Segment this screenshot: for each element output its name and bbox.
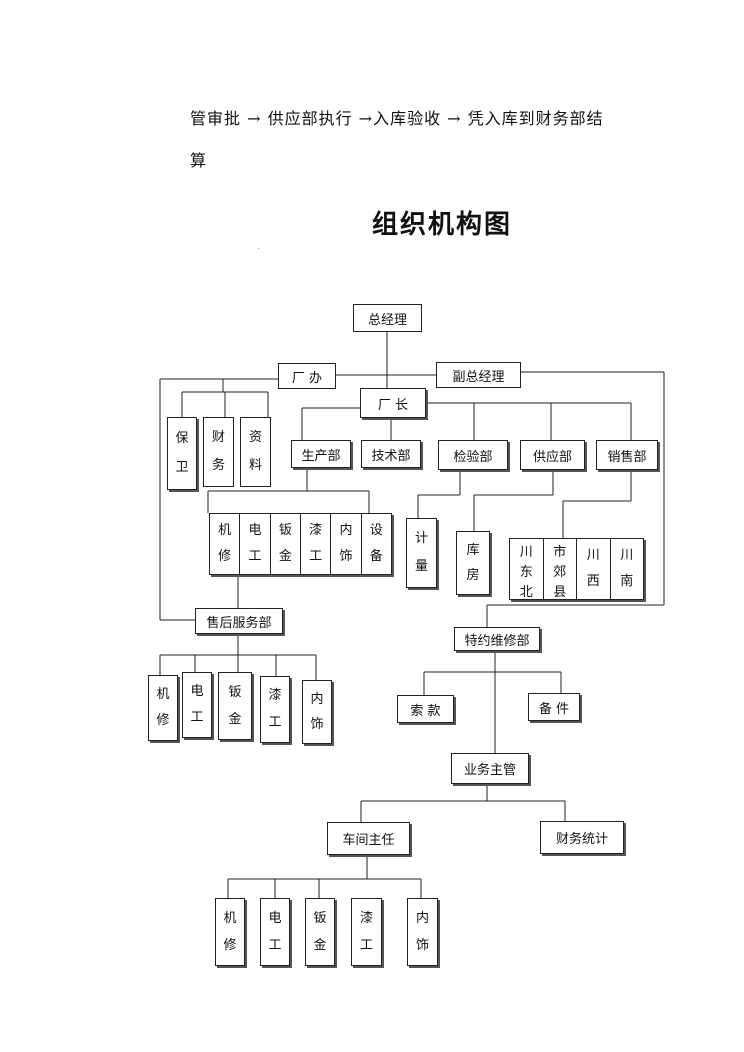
after-unit-4: 漆工 — [260, 676, 290, 743]
after-unit-2: 电工 — [182, 672, 212, 738]
workshop-unit-4: 漆工 — [351, 898, 382, 966]
node-workshop-director: 车间主任 — [327, 822, 410, 855]
node-metering: 计量 — [406, 518, 437, 588]
region-1: 川东北 — [510, 539, 544, 600]
intro-line-1: 管审批 → 供应部执行 →入库验收 → 凭入库到财务部结 — [190, 109, 604, 128]
node-inspection: 检验部 — [438, 440, 508, 470]
node-technology: 技术部 — [361, 440, 421, 468]
workshop-unit-2: 电工 — [260, 898, 290, 966]
workshop-unit-1: 机修 — [215, 898, 245, 966]
stray-dot — [258, 248, 259, 249]
unit-prod-5: 内饰 — [331, 514, 362, 574]
node-deputy-gm: 副总经理 — [436, 362, 521, 388]
node-security: 保卫 — [167, 417, 197, 490]
unit-prod-3: 钣金 — [271, 514, 301, 574]
region-3: 川西 — [577, 539, 611, 599]
node-factory-office: 厂 办 — [278, 363, 336, 389]
workshop-unit-3: 钣金 — [305, 898, 335, 966]
node-production: 生产部 — [291, 440, 351, 468]
group-sales-regions: 川东北 市郊县 川西 川南 — [509, 538, 644, 600]
unit-prod-6: 设备 — [369, 523, 383, 564]
group-production-units: 机修 电工 钣金 漆工 内饰 设备 — [209, 513, 392, 575]
node-spare-parts: 备 件 — [528, 693, 580, 721]
node-finance: 财务 — [203, 417, 234, 487]
node-special-repair: 特约维修部 — [454, 627, 540, 651]
node-finance-stats: 财务统计 — [540, 821, 624, 854]
node-general-manager: 总经理 — [353, 304, 422, 332]
node-records: 资料 — [240, 417, 271, 487]
node-factory-director: 厂 长 — [360, 388, 426, 418]
node-business-lead: 业务主管 — [451, 753, 529, 784]
node-supply: 供应部 — [520, 440, 585, 470]
after-unit-3: 钣金 — [218, 672, 252, 740]
workshop-unit-5: 内饰 — [407, 898, 438, 966]
chart-title: 组织机构图 — [372, 210, 513, 240]
node-warehouse: 库房 — [456, 531, 490, 595]
unit-prod-1: 机修 — [210, 514, 241, 574]
intro-line-2: 算 — [190, 151, 208, 170]
node-claims: 索 款 — [397, 695, 454, 723]
intro-paragraph: 管审批 → 供应部执行 →入库验收 → 凭入库到财务部结 算 — [190, 98, 650, 182]
region-2: 市郊县 — [544, 539, 577, 600]
region-4: 川南 — [620, 548, 634, 589]
after-unit-5: 内饰 — [302, 680, 332, 744]
after-unit-1: 机修 — [148, 675, 178, 741]
node-after-sales: 售后服务部 — [195, 608, 283, 634]
node-sales: 销售部 — [596, 440, 658, 470]
unit-prod-2: 电工 — [240, 514, 271, 574]
unit-prod-4: 漆工 — [301, 514, 332, 574]
